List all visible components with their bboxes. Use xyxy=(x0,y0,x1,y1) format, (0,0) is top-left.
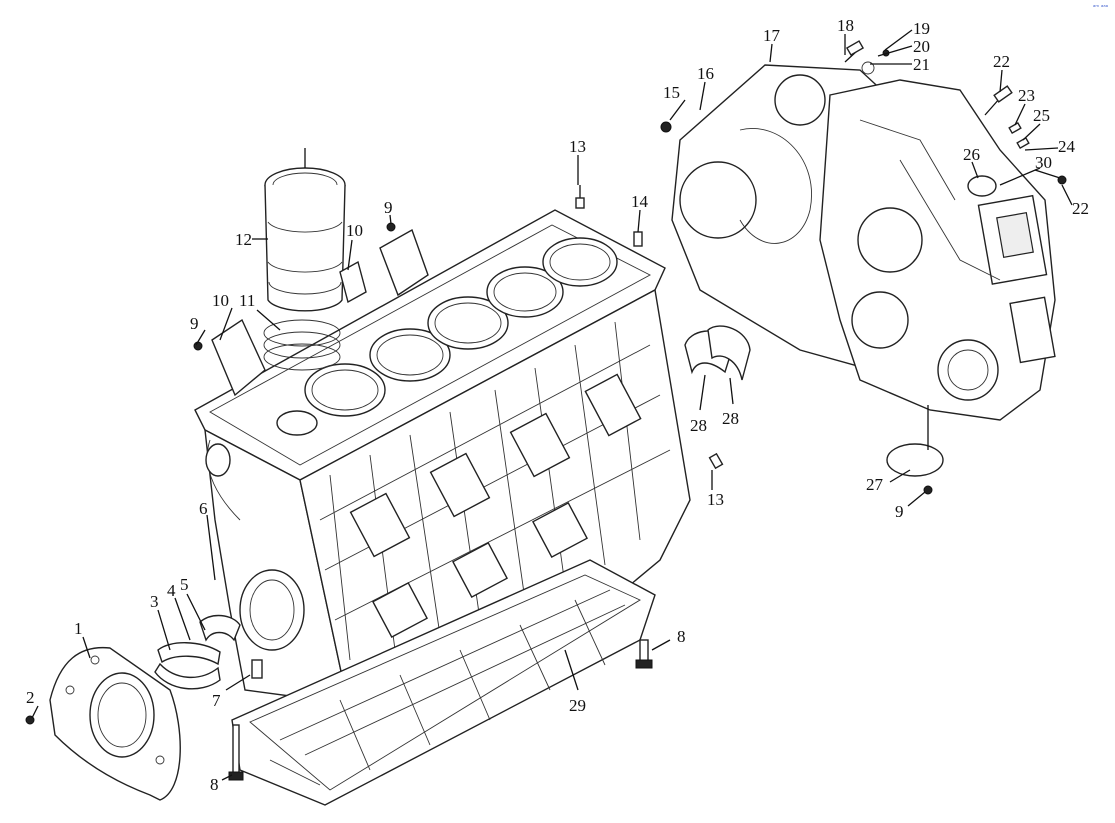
timing-gear-housing xyxy=(819,79,1056,421)
corner-mark: ᵃᵐ ᵃᵃᵃ xyxy=(1093,4,1108,11)
callout-15: 15 xyxy=(663,83,680,102)
callout-13-side: 13 xyxy=(707,490,724,509)
callout-12: 12 xyxy=(235,230,252,249)
callout-8-pan-front: 8 xyxy=(677,627,686,646)
leader-lines xyxy=(31,29,1073,781)
callout-3: 3 xyxy=(150,592,159,611)
callout-30: 30 xyxy=(1035,153,1052,172)
callout-5: 5 xyxy=(180,575,189,594)
callout-23: 23 xyxy=(1018,86,1035,105)
callout-27: 27 xyxy=(866,475,884,494)
callout-8-pan-rear: 8 xyxy=(210,775,219,794)
callout-28-left: 28 xyxy=(690,416,707,435)
thrust-washers xyxy=(154,614,241,690)
callout-9-cover-plate: 9 xyxy=(895,502,904,521)
callout-1: 1 xyxy=(74,619,83,638)
callout-28-right: 28 xyxy=(722,409,739,428)
callout-19: 19 xyxy=(913,19,930,38)
callout-22-top: 22 xyxy=(993,52,1010,71)
callout-24: 24 xyxy=(1058,137,1076,156)
callout-10-upper: 10 xyxy=(346,221,363,240)
callout-22-right: 22 xyxy=(1072,199,1089,218)
callout-26: 26 xyxy=(963,145,980,164)
callout-17: 17 xyxy=(763,26,781,45)
callout-9-upper-cover: 9 xyxy=(384,198,393,217)
callout-4: 4 xyxy=(167,581,176,600)
callout-20: 20 xyxy=(913,37,930,56)
callout-9-left-cover: 9 xyxy=(190,314,199,333)
callout-18: 18 xyxy=(837,16,854,35)
cylinder-bores xyxy=(276,237,618,436)
callout-21: 21 xyxy=(913,55,930,74)
callout-16: 16 xyxy=(697,64,714,83)
callout-6: 6 xyxy=(199,499,208,518)
cover-plate xyxy=(886,443,944,495)
callout-10-left: 10 xyxy=(212,291,229,310)
callout-29: 29 xyxy=(569,696,586,715)
callout-14: 14 xyxy=(631,192,649,211)
callout-11: 11 xyxy=(239,291,255,310)
callout-labels: 1 2 3 4 5 6 7 8 8 9 9 9 10 10 11 12 13 1… xyxy=(26,4,1108,794)
callout-25: 25 xyxy=(1033,106,1050,125)
callout-7: 7 xyxy=(212,691,221,710)
callout-2: 2 xyxy=(26,688,35,707)
side-cover-upper xyxy=(339,222,429,304)
liner-seal-rings xyxy=(263,319,341,371)
cylinder-liner xyxy=(264,148,346,312)
cam-bushings xyxy=(684,325,751,381)
callout-13-top: 13 xyxy=(569,137,586,156)
block-ribs xyxy=(319,321,671,661)
rear-seal-housing xyxy=(25,646,181,801)
